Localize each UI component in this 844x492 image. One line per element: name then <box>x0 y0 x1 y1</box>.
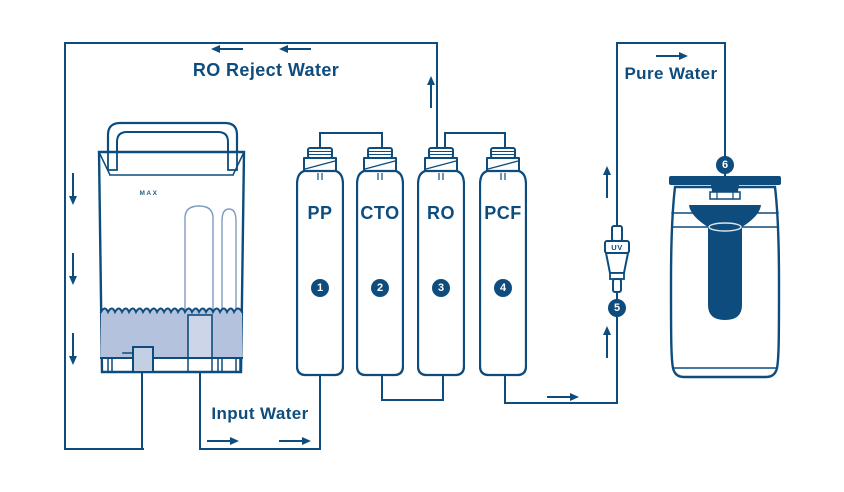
flow-arrow-right-icon <box>656 48 688 60</box>
pipe-reject-to-tank <box>141 372 143 450</box>
flow-arrow-left-icon <box>211 45 243 57</box>
pipe-ro-riser <box>436 42 438 150</box>
step-number-badge: 1 <box>311 279 329 297</box>
filter-label: PP <box>307 203 333 223</box>
pipe-uv-riser <box>616 42 618 404</box>
uv-label: UV <box>611 242 623 252</box>
filter-body <box>295 147 345 377</box>
storage-tank <box>97 121 246 374</box>
flow-arrow-up-icon <box>599 166 611 198</box>
step-number-badge: 4 <box>494 279 512 297</box>
filter-body <box>416 147 466 377</box>
pipe-input-to-pp <box>319 376 321 450</box>
pipe-input-bottom <box>199 448 321 450</box>
pipe-input-from-tank <box>199 372 201 450</box>
step-number-badge: 5 <box>608 299 626 317</box>
filter-label: RO <box>427 203 455 223</box>
flow-arrow-down-icon <box>69 173 81 205</box>
flow-arrow-right-icon <box>547 389 579 401</box>
pipe-u-cto <box>381 376 383 401</box>
filter-cartridge-pcf: PCF 4 <box>478 146 528 380</box>
filter-body <box>355 147 405 377</box>
flow-arrow-left-icon <box>279 45 311 57</box>
pitcher <box>669 176 781 379</box>
pipe-bracket-pp-cto-left <box>319 132 321 150</box>
filter-cartridge-cto: CTO 2 <box>355 146 405 380</box>
flow-arrow-down-icon <box>69 333 81 365</box>
flow-arrow-right-icon <box>207 433 239 445</box>
pipe-bracket-ro-pcf-left <box>444 132 446 150</box>
filter-cartridge-pp: PP 1 <box>295 146 345 380</box>
pipe-bracket-pp-cto-top <box>319 132 383 134</box>
tank-max-label: MAX <box>139 190 159 197</box>
pipe-pcf-down <box>504 376 506 404</box>
pipe-reject-bottom <box>64 448 144 450</box>
pipe-u-ro <box>442 376 444 401</box>
pipe-pcf-out <box>504 402 618 404</box>
flow-arrow-down-icon <box>69 253 81 285</box>
pipe-reject-top <box>64 42 438 44</box>
flow-arrow-right-icon <box>279 433 311 445</box>
pipe-bracket-ro-pcf-right <box>504 132 506 150</box>
filter-label: CTO <box>360 203 400 223</box>
pipe-to-pitcher <box>724 42 726 179</box>
pipe-bracket-pp-cto-right <box>381 132 383 150</box>
flow-arrow-up-icon <box>599 326 611 358</box>
pipe-reject-left <box>64 42 66 450</box>
flow-arrow-up-icon <box>423 76 435 108</box>
filter-label: PCF <box>484 203 522 223</box>
filter-body <box>478 147 528 377</box>
pipe-bracket-ro-pcf-top <box>444 132 506 134</box>
step-number-badge: 3 <box>432 279 450 297</box>
step-number-badge: 6 <box>716 156 734 174</box>
uv-sterilizer <box>604 225 630 293</box>
filter-cartridge-ro: RO 3 <box>416 146 466 380</box>
pipe-u-bottom <box>381 399 444 401</box>
input-water-label: Input Water <box>211 404 309 423</box>
pipe-pure-top <box>616 42 726 44</box>
reject-water-label: RO Reject Water <box>192 60 340 80</box>
pure-water-label: Pure Water <box>624 64 718 83</box>
step-number-badge: 2 <box>371 279 389 297</box>
